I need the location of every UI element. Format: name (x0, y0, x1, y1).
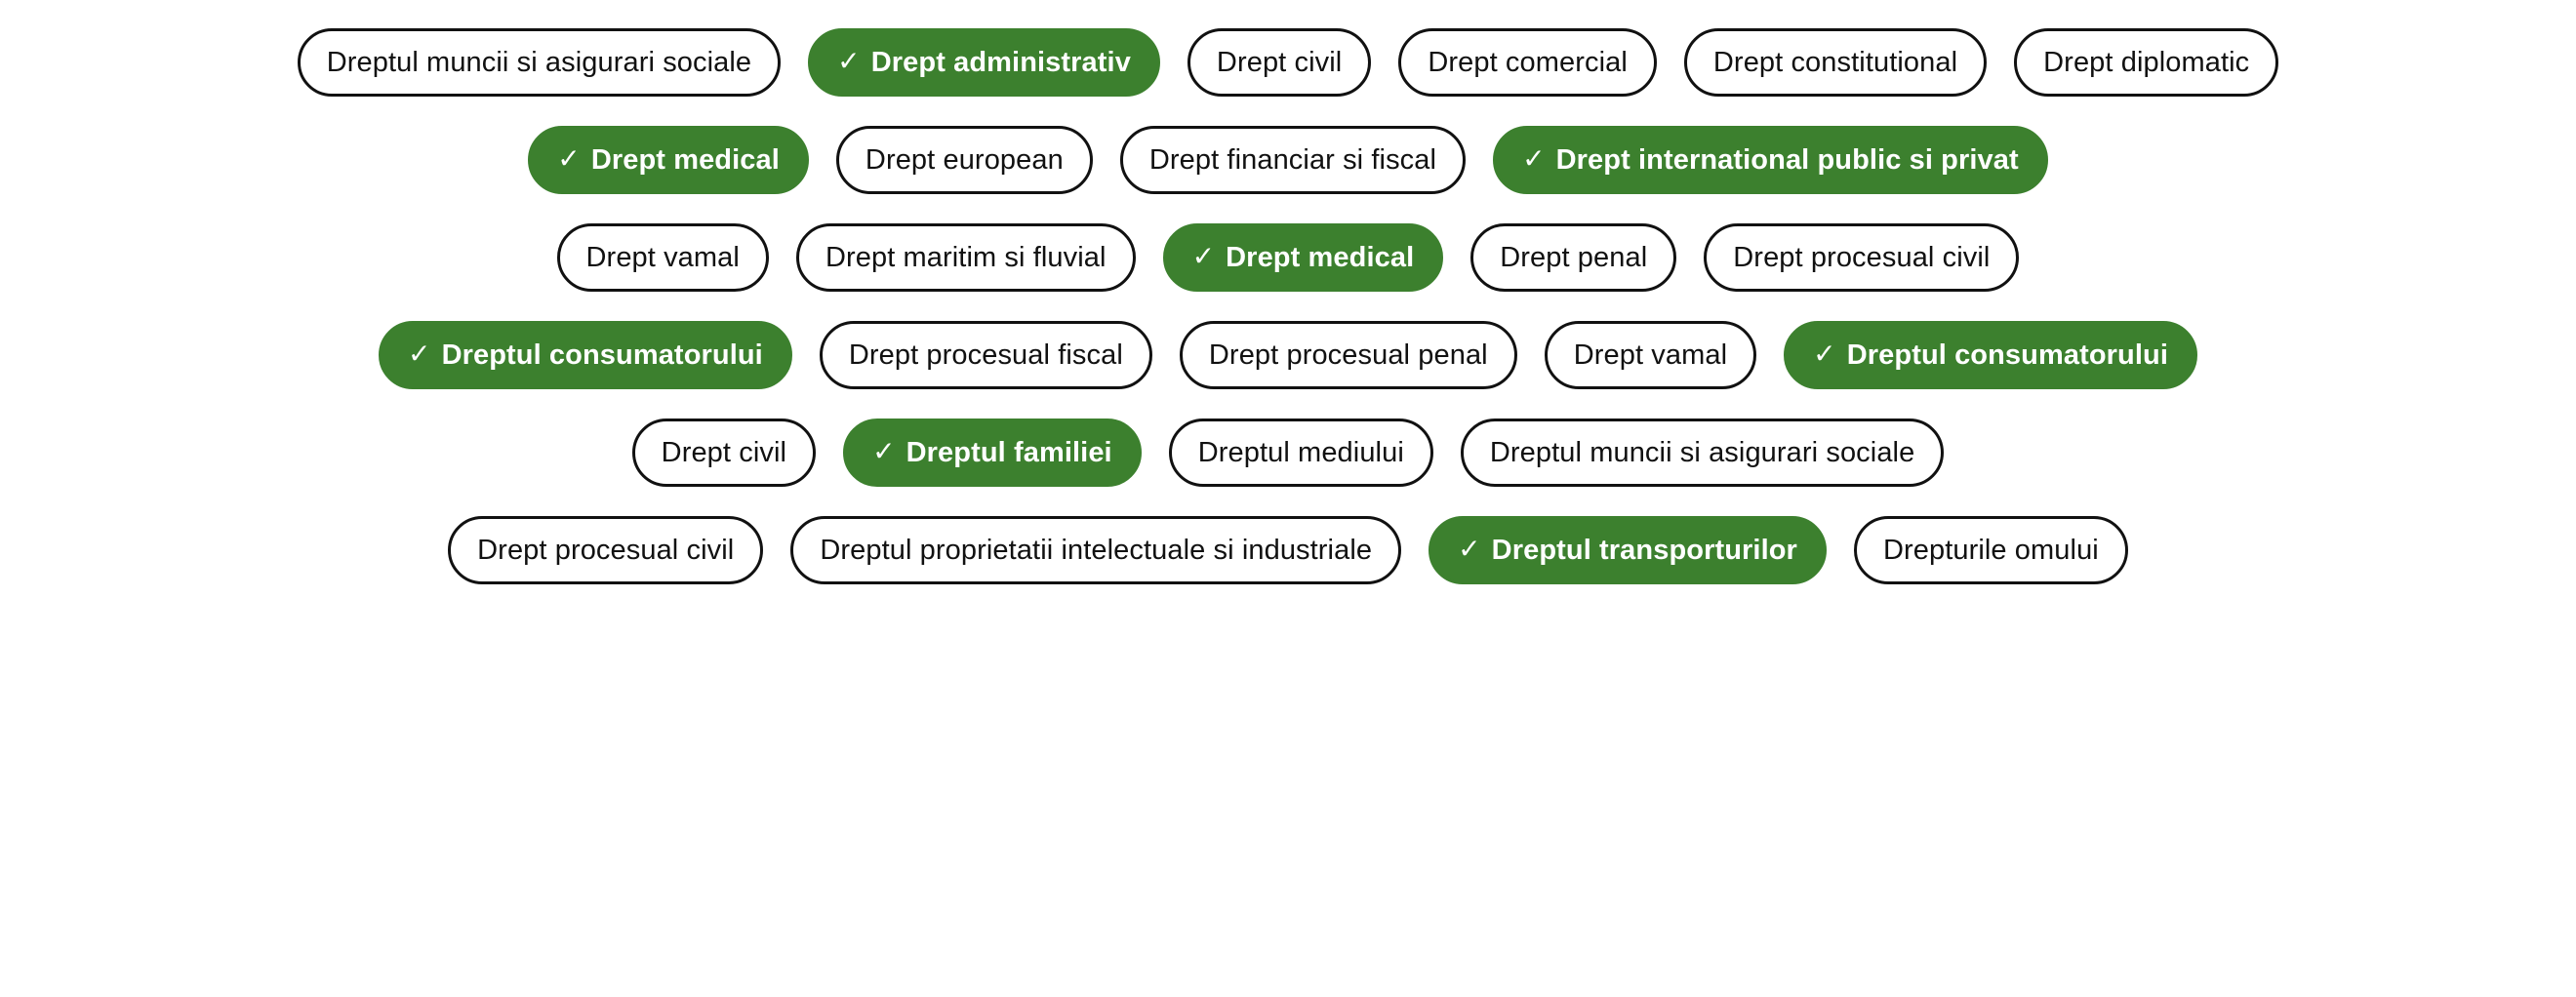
check-icon: ✓ (1522, 143, 1546, 174)
tag-pill-unselected[interactable]: ✓Drept procesual penal (1179, 321, 1517, 389)
tag-pill-unselected[interactable]: ✓Drept procesual civil (1704, 223, 2020, 292)
tag-pill-unselected[interactable]: ✓Drept procesual civil (448, 516, 764, 584)
tag-label: Dreptul muncii si asigurari sociale (1489, 436, 1915, 468)
check-icon: ✓ (837, 46, 861, 76)
tag-label: Drept vamal (1573, 339, 1728, 371)
check-icon: ✓ (1458, 534, 1481, 564)
tag-pill-selected[interactable]: ✓ Drept administrativ (808, 28, 1160, 97)
tag-row: ✓Dreptul muncii si asigurari sociale✓Dre… (0, 14, 2576, 111)
check-icon: ✓ (872, 436, 896, 466)
tag-label: Drept comercial (1428, 46, 1628, 78)
tag-pill-unselected[interactable]: ✓Drept civil (631, 419, 817, 487)
tag-label: Drept penal (1500, 241, 1648, 273)
tag-pill-unselected[interactable]: ✓Drept vamal (1544, 321, 1757, 389)
tag-label: Drept maritim si fluvial (825, 241, 1107, 273)
tag-row: ✓Drept procesual civil✓Dreptul proprieta… (0, 501, 2576, 599)
tag-pill-unselected[interactable]: ✓Drept vamal (556, 223, 769, 292)
tag-pill-unselected[interactable]: ✓Drept maritim si fluvial (795, 223, 1136, 292)
tag-label: Drept diplomatic (2043, 46, 2250, 78)
tag-pill-unselected[interactable]: ✓Drept constitutional (1683, 28, 1988, 97)
tag-label: Dreptul mediului (1197, 436, 1404, 468)
tag-label: Drept civil (1216, 46, 1343, 78)
tag-label: Dreptul familiei (906, 436, 1112, 468)
tag-pill-selected[interactable]: ✓ Dreptul transporturilor (1429, 516, 1827, 584)
tag-pill-unselected[interactable]: ✓Drepturile omului (1853, 516, 2128, 584)
tag-row: ✓Drept medical✓Drept european✓Drept fina… (0, 111, 2576, 209)
tag-pill-unselected[interactable]: ✓Dreptul mediului (1168, 419, 1433, 487)
tag-pill-unselected[interactable]: ✓Drept european (835, 126, 1093, 194)
tag-pill-selected[interactable]: ✓ Drept medical (528, 126, 809, 194)
tag-row: ✓Drept vamal✓Drept maritim si fluvial✓Dr… (0, 209, 2576, 306)
tag-pill-unselected[interactable]: ✓Drept civil (1187, 28, 1372, 97)
tag-label: Drept procesual fiscal (848, 339, 1123, 371)
tag-label: Dreptul consumatorului (441, 339, 763, 371)
tag-label: Drept vamal (585, 241, 740, 273)
tag-pill-selected[interactable]: ✓ Dreptul consumatorului (1784, 321, 2197, 389)
tag-pill-unselected[interactable]: ✓Drept diplomatic (2014, 28, 2279, 97)
tag-label: Drept medical (590, 143, 780, 176)
tag-label: Dreptul proprietatii intelectuale si ind… (820, 534, 1373, 566)
tag-row: ✓Dreptul consumatorului✓Drept procesual … (0, 306, 2576, 404)
tag-label: Drept european (865, 143, 1064, 176)
tag-label: Drept financiar si fiscal (1148, 143, 1437, 176)
tag-pill-unselected[interactable]: ✓Drept comercial (1398, 28, 1657, 97)
tag-pill-selected[interactable]: ✓ Dreptul familiei (843, 419, 1142, 487)
tag-pill-selected[interactable]: ✓ Dreptul consumatorului (379, 321, 792, 389)
check-icon: ✓ (1813, 339, 1836, 369)
tag-label: Dreptul muncii si asigurari sociale (326, 46, 752, 78)
tag-label: Drept procesual penal (1208, 339, 1488, 371)
tag-pill-unselected[interactable]: ✓Dreptul muncii si asigurari sociale (297, 28, 782, 97)
tag-pill-unselected[interactable]: ✓Drept procesual fiscal (819, 321, 1152, 389)
tag-pill-unselected[interactable]: ✓Dreptul muncii si asigurari sociale (1460, 419, 1945, 487)
tag-pill-unselected[interactable]: ✓Drept penal (1470, 223, 1677, 292)
tag-label: Drept procesual civil (1733, 241, 1991, 273)
tag-pill-selected[interactable]: ✓ Drept international public si privat (1493, 126, 2048, 194)
tag-pill-unselected[interactable]: ✓Dreptul proprietatii intelectuale si in… (790, 516, 1402, 584)
tag-label: Drept medical (1226, 241, 1415, 273)
tag-pill-selected[interactable]: ✓ Drept medical (1162, 223, 1444, 292)
tag-label: Drept administrativ (870, 46, 1131, 78)
tag-row: ✓Drept civil ✓ Dreptul familiei ✓Dreptul me… (0, 404, 2576, 501)
tag-label: Drept civil (661, 436, 787, 468)
tag-label: Dreptul transporturilor (1491, 534, 1797, 566)
check-icon: ✓ (408, 339, 431, 369)
tag-label: Drept procesual civil (477, 534, 735, 566)
tag-label: Drepturile omului (1882, 534, 2099, 566)
check-icon: ✓ (557, 143, 581, 174)
check-icon: ✓ (1191, 241, 1216, 271)
tag-label: Drept international public si privat (1555, 143, 2019, 176)
tag-label: Drept constitutional (1712, 46, 1958, 78)
tag-pill-unselected[interactable]: ✓Drept financiar si fiscal (1119, 126, 1467, 194)
tag-label: Dreptul consumatorului (1846, 339, 2168, 371)
